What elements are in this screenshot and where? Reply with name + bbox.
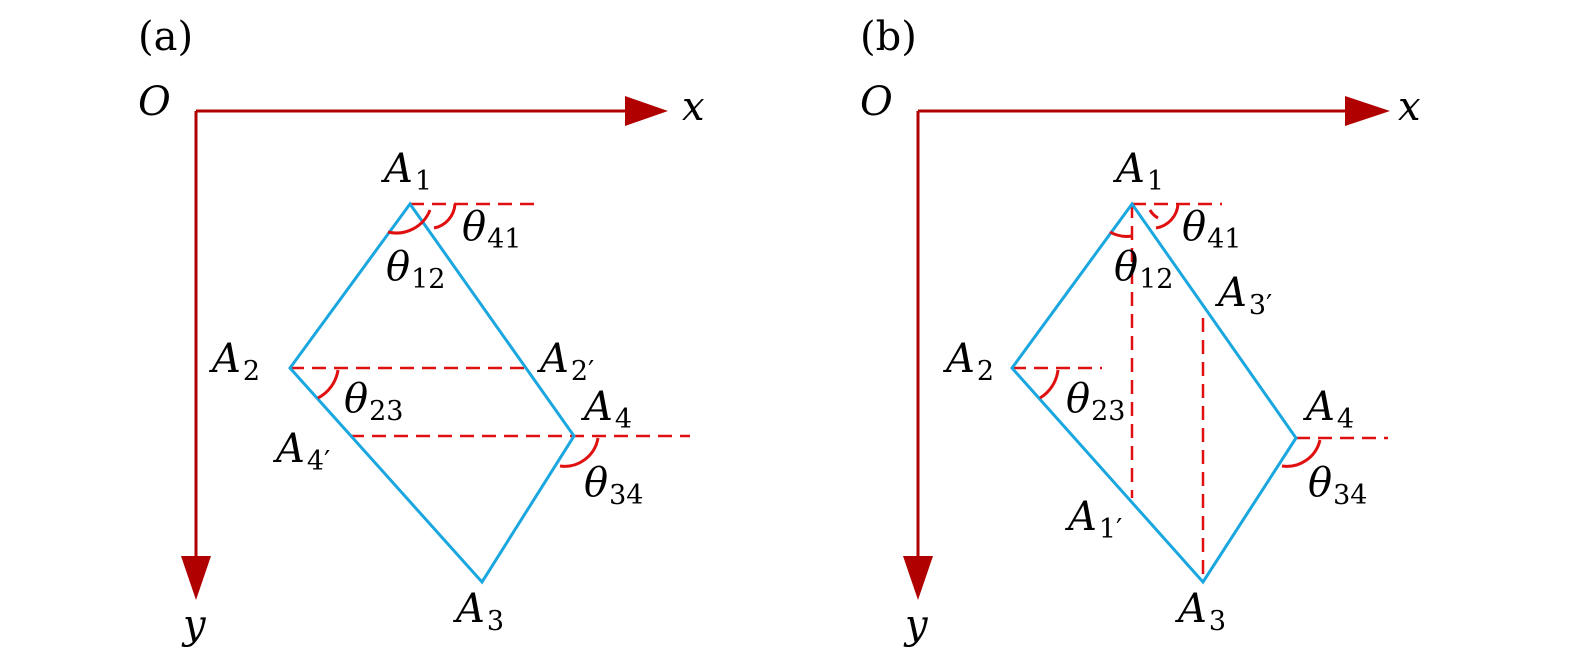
panel-b-arc-theta41 xyxy=(1155,203,1180,230)
panel-b-angle-theta41-label: θ41 xyxy=(1182,204,1241,255)
panel-a-angle-theta23-label: θ23 xyxy=(344,376,403,427)
panel-b-angle-theta34-label: θ34 xyxy=(1308,460,1367,511)
panel-b-quadrilateral xyxy=(1010,201,1298,585)
panel-b-x-arrow xyxy=(1345,96,1390,126)
panel-b-angle-theta12-label: θ12 xyxy=(1114,244,1173,295)
panel-b-arc-theta12 xyxy=(1109,230,1133,238)
panel-a-arc-theta41 xyxy=(433,203,457,230)
panel-a-arc-theta12 xyxy=(387,209,432,235)
panel-b-y-label: y xyxy=(903,602,929,648)
panel-a-x-label: x xyxy=(682,84,705,130)
panel-a-quadrilateral xyxy=(288,201,576,585)
panel-b-angle-theta23-label: θ23 xyxy=(1066,376,1125,427)
panel-b-x-label: x xyxy=(1398,84,1421,130)
panel-a: (a) O x y A1 A2 A2′ A4 A4′ A3 θ12 θ41 θ2… xyxy=(138,14,705,648)
panel-b-vertex-a1p-label: A1′ xyxy=(1064,494,1122,545)
panel-b-label: (b) xyxy=(860,14,917,60)
panel-b-origin-label: O xyxy=(860,79,893,125)
panel-b-vertex-a3p-label: A3′ xyxy=(1214,270,1272,321)
panel-a-angle-theta12-label: θ12 xyxy=(386,244,445,295)
panel-b-y-arrow xyxy=(903,556,933,600)
panel-b-arc-theta23 xyxy=(1039,369,1060,400)
panel-a-arc-theta34 xyxy=(559,437,600,468)
panel-a-vertex-a2-label: A2 xyxy=(208,336,260,387)
panel-a-angle-theta41-label: θ41 xyxy=(462,204,521,255)
panel-a-x-arrow xyxy=(625,96,668,126)
panel-a-label: (a) xyxy=(138,14,193,60)
panel-b-arc-theta12-right xyxy=(1148,209,1159,220)
panel-a-y-arrow xyxy=(181,556,211,600)
panel-a-origin-label: O xyxy=(138,79,171,125)
panel-b-vertex-a1-label: A1 xyxy=(1112,146,1164,197)
panel-b-vertex-a3-label: A3 xyxy=(1174,586,1226,637)
panel-a-angle-theta34-label: θ34 xyxy=(584,460,643,511)
panel-a-vertex-a4-label: A4 xyxy=(580,384,632,435)
panel-a-vertex-a2p-label: A2′ xyxy=(536,336,594,387)
panel-a-vertex-a1-label: A1 xyxy=(380,146,432,197)
panel-a-arc-theta23 xyxy=(317,369,340,400)
panel-a-vertex-a3-label: A3 xyxy=(452,586,504,637)
panel-b-arc-theta34 xyxy=(1281,439,1322,468)
panel-b: (b) O x y A1 A2 A3′ A4 A1′ A3 θ12 θ41 θ2 xyxy=(860,14,1421,648)
panel-b-vertex-a4-label: A4 xyxy=(1302,384,1354,435)
panel-a-y-label: y xyxy=(181,602,207,648)
panel-a-vertex-a4p-label: A4′ xyxy=(272,426,330,477)
panel-b-vertex-a2-label: A2 xyxy=(942,336,994,387)
